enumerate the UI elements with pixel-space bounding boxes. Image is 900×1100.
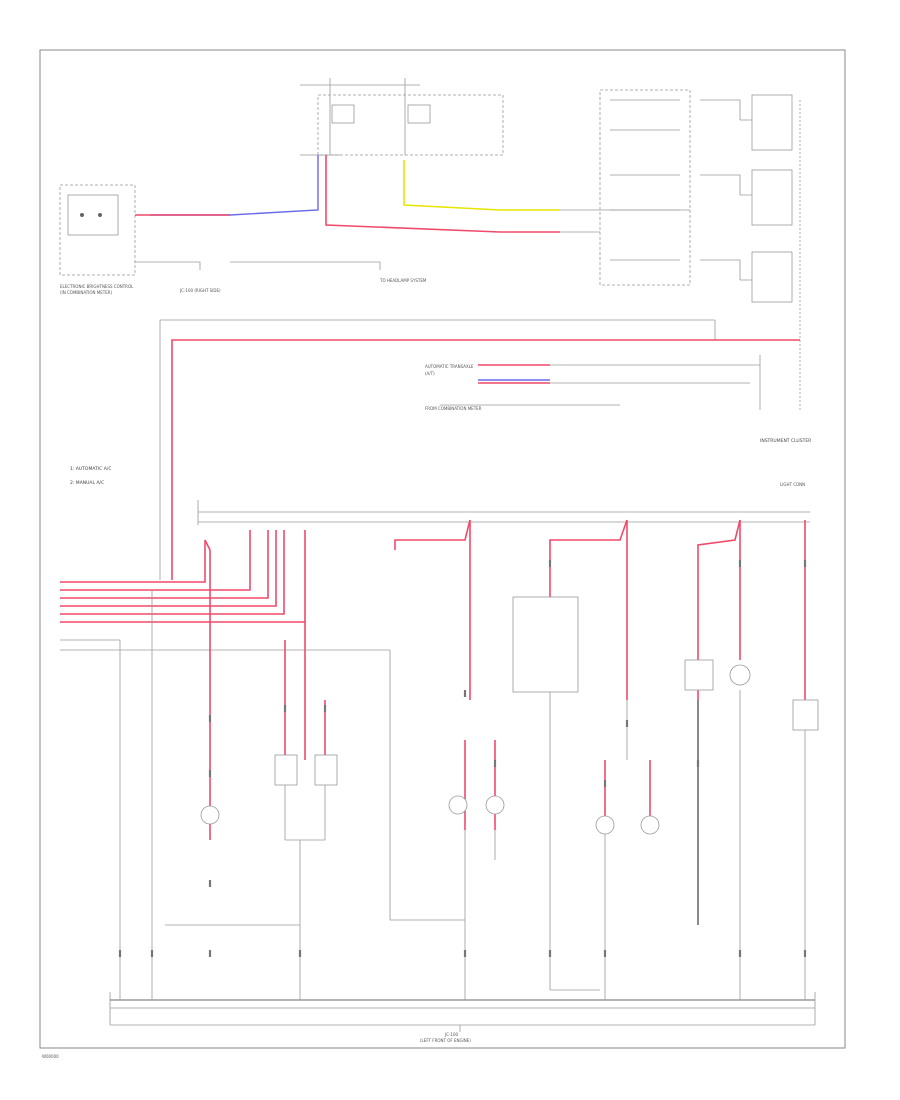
svg-text:(A/T): (A/T) — [425, 371, 435, 376]
left-sensor-label: ELECTRONIC BRIGHTNESS CONTROL — [60, 284, 134, 289]
svg-text:AUTOMATIC TRANSAXLE: AUTOMATIC TRANSAXLE — [425, 364, 474, 369]
diagram-border — [39, 49, 846, 1049]
ground-label: JC-100 — [444, 1032, 459, 1037]
light-switch — [599, 89, 691, 286]
svg-text:FROM COMBINATION METER: FROM COMBINATION METER — [425, 406, 482, 411]
svg-text:TO HEADLAMP SYSTEM: TO HEADLAMP SYSTEM — [379, 278, 427, 283]
light-conn-label: LIGHT CONN — [780, 482, 805, 487]
dimmer-module — [512, 596, 579, 693]
footer-code: W00000 — [42, 1054, 59, 1059]
instrument-cluster-label: INSTRUMENT CLUSTER — [760, 438, 811, 444]
lamp-symbols — [200, 659, 819, 835]
connector-ticks — [118, 560, 807, 957]
svg-text:JC-100 (RIGHT SIDE): JC-100 (RIGHT SIDE) — [179, 288, 221, 293]
fuse-relay-box — [317, 94, 504, 156]
legend-manual: 2: MANUAL A/C — [70, 480, 104, 486]
ground-location: (LEFT FRONT OF ENGINE) — [420, 1038, 471, 1043]
brightness-sensor — [59, 184, 136, 276]
left-sensor-sub: (IN COMBINATION METER) — [60, 290, 113, 295]
legend-automatic: 1: AUTOMATIC A/C — [70, 466, 111, 472]
